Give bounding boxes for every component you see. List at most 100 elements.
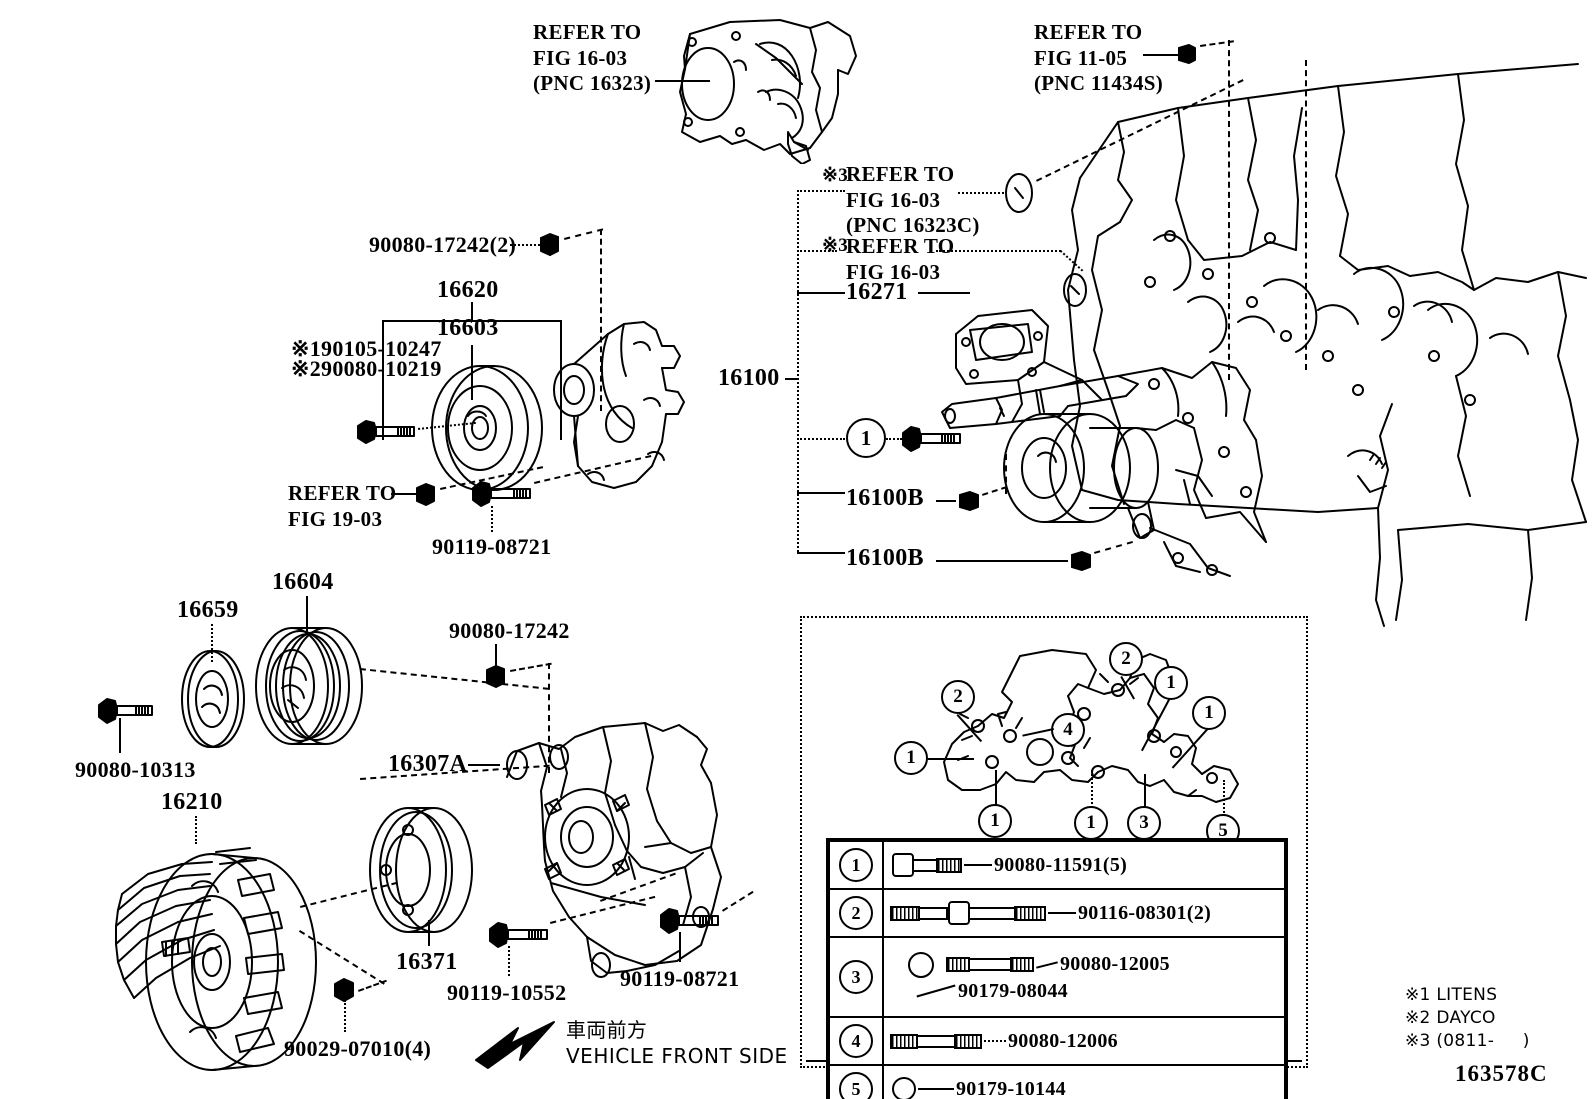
- footnote-mark-3-a: ※3: [822, 165, 849, 186]
- footnote-1: ※1 LITENS: [1405, 985, 1498, 1005]
- dash-leader-17242-2: [564, 228, 604, 240]
- legend-row-1: 1 90080-11591(5): [828, 840, 1286, 890]
- refer-fig-16-03-pnc-16323c-label: REFER TO FIG 16-03 (PNC 16323C): [846, 162, 980, 238]
- part-number-16620-label: 16620: [437, 277, 499, 303]
- spine-branch-16100b-2: [797, 552, 845, 554]
- inset-leader-1-bottom-left: [995, 770, 997, 806]
- note-290080-10219-label: ※290080-10219: [291, 356, 442, 381]
- leader-90119-10552-stem: [508, 946, 510, 976]
- footnote-mark-3-b: ※3: [822, 235, 849, 256]
- legend-row-4-item-cell: 90080-12006: [882, 1016, 1286, 1066]
- legend-part-3a: 90080-12005: [1060, 953, 1170, 975]
- leader-16-03-b: [936, 250, 1061, 252]
- o-ring-16-03-part: [1060, 272, 1090, 308]
- part-number-90119-08721-b-label: 90119-08721: [620, 966, 740, 991]
- leader-90080-10313-stem: [119, 718, 121, 753]
- water-pump-assembly-drawing: [940, 280, 1320, 580]
- fan-pulley-16371-drawing: [364, 800, 494, 940]
- legend-number-4: 4: [839, 1024, 873, 1058]
- crankshaft-pulley-16604-drawing: [250, 622, 370, 750]
- bracket-16620-top: [382, 320, 562, 322]
- part-number-16210-label: 16210: [161, 789, 223, 815]
- spine-branch-1603: [797, 250, 837, 252]
- bolt-icon-1: [892, 853, 962, 877]
- part-number-16100b-2-label: 16100B: [846, 545, 924, 571]
- dowel-16100b-1-part: [956, 488, 984, 514]
- dash-vertical-17242-2: [600, 229, 602, 411]
- legend-leader-4: [984, 1040, 1006, 1042]
- leader-16659-stem: [211, 624, 213, 662]
- dash-vertical-engine-1: [1228, 40, 1230, 380]
- leader-line-refer-19-03: [391, 493, 417, 495]
- footnote-3: ※3 (0811- ): [1405, 1031, 1530, 1051]
- legend-row-4-number-cell: 4: [828, 1016, 884, 1066]
- legend-part-3b: 90179-08044: [958, 979, 1068, 1002]
- fan-bracket-16307a-drawing: [495, 665, 765, 995]
- leader-line-refer-11434s: [1143, 54, 1178, 56]
- footnote-2: ※2 DAYCO: [1405, 1008, 1496, 1028]
- engine-block-drawing: [1058, 60, 1588, 630]
- part-number-16100b-1-label: 16100B: [846, 485, 924, 511]
- callout-1-water-pump-bolt: 1: [846, 418, 886, 458]
- legend-row-5-number-cell: 5: [828, 1064, 884, 1099]
- nut-90029-07010-part: [331, 976, 359, 1004]
- legend-row-3-number-cell: 3: [828, 936, 884, 1018]
- spacer-16659-drawing: [176, 645, 250, 753]
- bolt-90105-10247-part: [356, 418, 418, 446]
- inset-callout-1-bottom-mid: 1: [1074, 806, 1108, 840]
- plug-icon-5: [892, 1077, 916, 1099]
- legend-row-2-item-cell: 90116-08301(2): [882, 888, 1286, 938]
- spine-branch-callout1: [797, 438, 845, 440]
- legend-part-5: 90179-10144: [956, 1077, 1066, 1099]
- legend-row-5-item-cell: 90179-10144: [882, 1064, 1286, 1099]
- part-number-16603-label: 16603: [437, 315, 499, 341]
- legend-part-1: 90080-11591(5): [994, 853, 1128, 876]
- refer-fig-16-03-label: REFER TO FIG 16-03: [846, 234, 955, 284]
- inset-callout-1-left: 1: [894, 741, 928, 775]
- part-number-90119-08721-a-label: 90119-08721: [432, 534, 552, 559]
- spine-branch-16100b-1: [797, 492, 845, 494]
- vehicle-front-arrow-icon: [470, 1020, 556, 1072]
- legend-number-1: 1: [839, 848, 873, 882]
- legend-part-2: 90116-08301(2): [1078, 901, 1212, 924]
- legend-row-2-number-cell: 2: [828, 888, 884, 938]
- legend-leader-3b: [916, 984, 956, 998]
- inset-leader-3: [1144, 774, 1146, 808]
- bolt-90119-08721-a-part: [470, 479, 534, 509]
- note-190105-10247-label: ※190105-10247: [291, 336, 442, 361]
- leader-90119-08721-b-stem: [679, 932, 681, 962]
- leader-line-90080-17242-2: [510, 244, 540, 246]
- legend-number-3: 3: [839, 960, 873, 994]
- legend-leader-2: [1048, 912, 1076, 914]
- nut-fig-19-03-part: [414, 481, 440, 509]
- inset-leader-1-left: [928, 758, 974, 760]
- inset-leader-5: [1223, 780, 1225, 816]
- bolt-90119-08721-b-part: [658, 906, 722, 936]
- diagram-id-code: 163578C: [1455, 1061, 1548, 1086]
- dash-vert-17242: [548, 663, 550, 773]
- leader-90119-08721-a-stem: [491, 506, 493, 532]
- inset-callout-1-far-right: 1: [1192, 696, 1226, 730]
- legend-row-2: 2 90116-08301(2): [828, 888, 1286, 938]
- legend-number-5: 5: [839, 1072, 873, 1099]
- leader-16371-stem: [428, 920, 430, 946]
- legend-leader-1: [964, 864, 992, 866]
- part-number-90029-07010-4-label: 90029-07010(4): [284, 1036, 432, 1061]
- nut-90080-17242-part: [484, 663, 510, 691]
- bolt-callout-1-part: [900, 424, 964, 454]
- leader-90080-17242-stem: [495, 644, 497, 666]
- part-number-90080-17242-2-label: 90080-17242(2): [369, 232, 517, 257]
- dash-vertical-engine-2: [1305, 60, 1307, 370]
- leader-16307a: [468, 764, 500, 766]
- refer-fig-16-03-pnc-16323-label: REFER TO FIG 16-03 (PNC 16323): [533, 20, 652, 96]
- inset-callout-4: 4: [1051, 713, 1085, 747]
- refer-fig-11-05-pnc-11434s-label: REFER TO FIG 11-05 (PNC 11434S): [1034, 20, 1164, 96]
- leader-16323c: [958, 192, 1004, 194]
- dash-vert-16100b-1: [1005, 454, 1007, 494]
- legend-row-3: 3 90080-12005: [828, 936, 1286, 1018]
- bolt-icon-3: [946, 956, 1034, 974]
- part-number-16271-label: 16271: [846, 279, 908, 305]
- spine-branch-16323c: [797, 190, 845, 192]
- part-number-16604-label: 16604: [272, 569, 334, 595]
